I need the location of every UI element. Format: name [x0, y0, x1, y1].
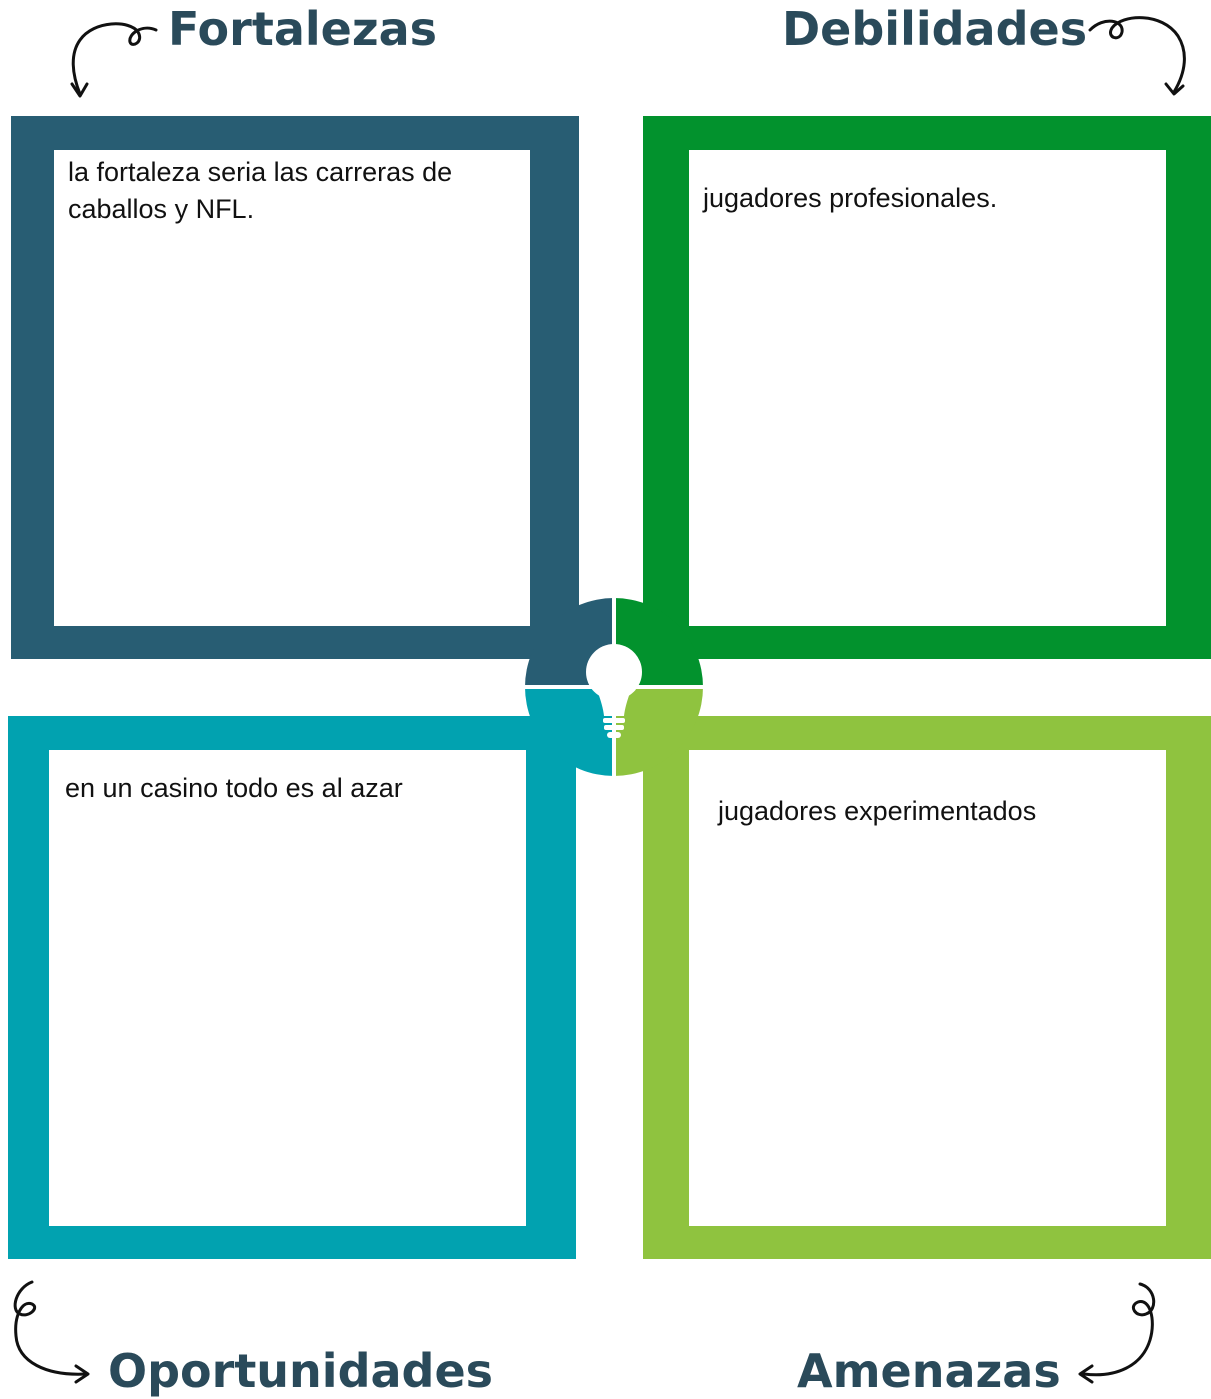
curly-arrow-icon-debilidades	[1088, 16, 1186, 96]
heading-amenazas: Amenazas	[797, 1344, 1061, 1398]
quadrant-oportunidades: en un casino todo es al azar	[8, 716, 576, 1259]
note-text-fortalezas: la fortaleza seria las carreras de cabal…	[68, 157, 453, 224]
heading-oportunidades: Oportunidades	[108, 1344, 494, 1398]
note-text-amenazas: jugadores experimentados	[718, 796, 1037, 826]
curly-arrow-icon-fortalezas	[70, 22, 158, 98]
curly-arrow-icon-amenazas	[1078, 1282, 1156, 1384]
heading-fortalezas: Fortalezas	[168, 2, 438, 56]
note-box-amenazas[interactable]: jugadores experimentados	[689, 750, 1166, 1226]
note-box-fortalezas[interactable]: la fortaleza seria las carreras de cabal…	[54, 150, 530, 626]
note-box-oportunidades[interactable]: en un casino todo es al azar	[49, 750, 526, 1226]
heading-debilidades: Debilidades	[782, 2, 1088, 56]
lightbulb-icon	[586, 644, 642, 738]
curly-arrow-icon-oportunidades	[13, 1280, 90, 1384]
quadrant-fortalezas: la fortaleza seria las carreras de cabal…	[11, 116, 579, 659]
center-hub	[525, 598, 703, 776]
quadrant-debilidades: jugadores profesionales.	[643, 116, 1211, 659]
note-text-debilidades: jugadores profesionales.	[703, 183, 998, 213]
note-text-oportunidades: en un casino todo es al azar	[65, 773, 403, 803]
quadrant-amenazas: jugadores experimentados	[643, 716, 1211, 1259]
note-box-debilidades[interactable]: jugadores profesionales.	[689, 150, 1166, 626]
